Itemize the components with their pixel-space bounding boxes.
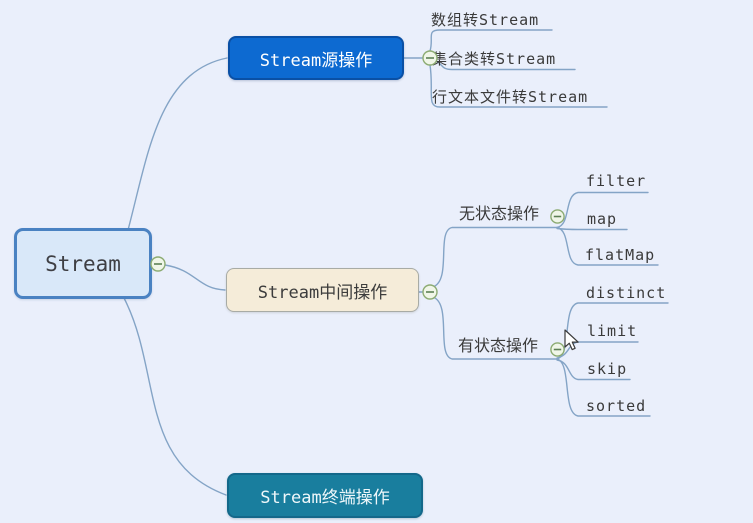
node-terminal-ops[interactable]: Stream终端操作 (227, 473, 423, 518)
connector-leaf-flatmap (556, 226, 659, 266)
node-flatmap[interactable]: flatMap (585, 246, 656, 264)
node-root-label: Stream (45, 251, 121, 276)
node-limit[interactable]: limit (587, 322, 638, 340)
node-root[interactable]: Stream (14, 228, 152, 299)
connector-root-intermediate (164, 264, 226, 291)
mouse-cursor-icon (564, 329, 579, 351)
node-textfile-to-stream[interactable]: 行文本文件转Stream (432, 88, 589, 106)
connector-leaf-filter (556, 191, 649, 229)
node-distinct[interactable]: distinct (586, 284, 667, 302)
connector-group-stateful (432, 296, 558, 360)
node-stateful-ops[interactable]: 有状态操作 (458, 336, 539, 355)
node-stateless-ops[interactable]: 无状态操作 (459, 204, 540, 223)
node-intermediate-ops[interactable]: Stream中间操作 (226, 268, 419, 312)
collapse-icon-root[interactable] (149, 255, 167, 273)
connector-leaf-textfile (429, 64, 608, 108)
connector-leaf-array (429, 29, 553, 52)
connector-root-source (127, 57, 228, 231)
node-array-to-stream[interactable]: 数组转Stream (431, 11, 540, 29)
node-terminal-ops-label: Stream终端操作 (260, 488, 390, 508)
connector-leaf-map (556, 227, 628, 231)
node-intermediate-ops-label: Stream中间操作 (257, 282, 388, 303)
connector-root-terminal (123, 297, 227, 496)
collapse-icon-intermediate[interactable] (421, 283, 439, 301)
node-sorted[interactable]: sorted (586, 397, 647, 415)
collapse-icon-source[interactable] (421, 49, 439, 67)
node-source-ops-label: Stream源操作 (259, 50, 373, 71)
node-filter[interactable]: filter (586, 172, 647, 190)
node-map[interactable]: map (587, 210, 618, 228)
connector-group-stateless (432, 226, 558, 288)
node-skip[interactable]: skip (587, 360, 628, 378)
connector-leaf-sorted (556, 358, 651, 417)
node-collection-to-stream[interactable]: 集合类转Stream (432, 50, 557, 68)
collapse-icon-stateful[interactable] (549, 341, 566, 358)
node-source-ops[interactable]: Stream源操作 (228, 36, 404, 80)
collapse-icon-stateless[interactable] (549, 208, 566, 225)
